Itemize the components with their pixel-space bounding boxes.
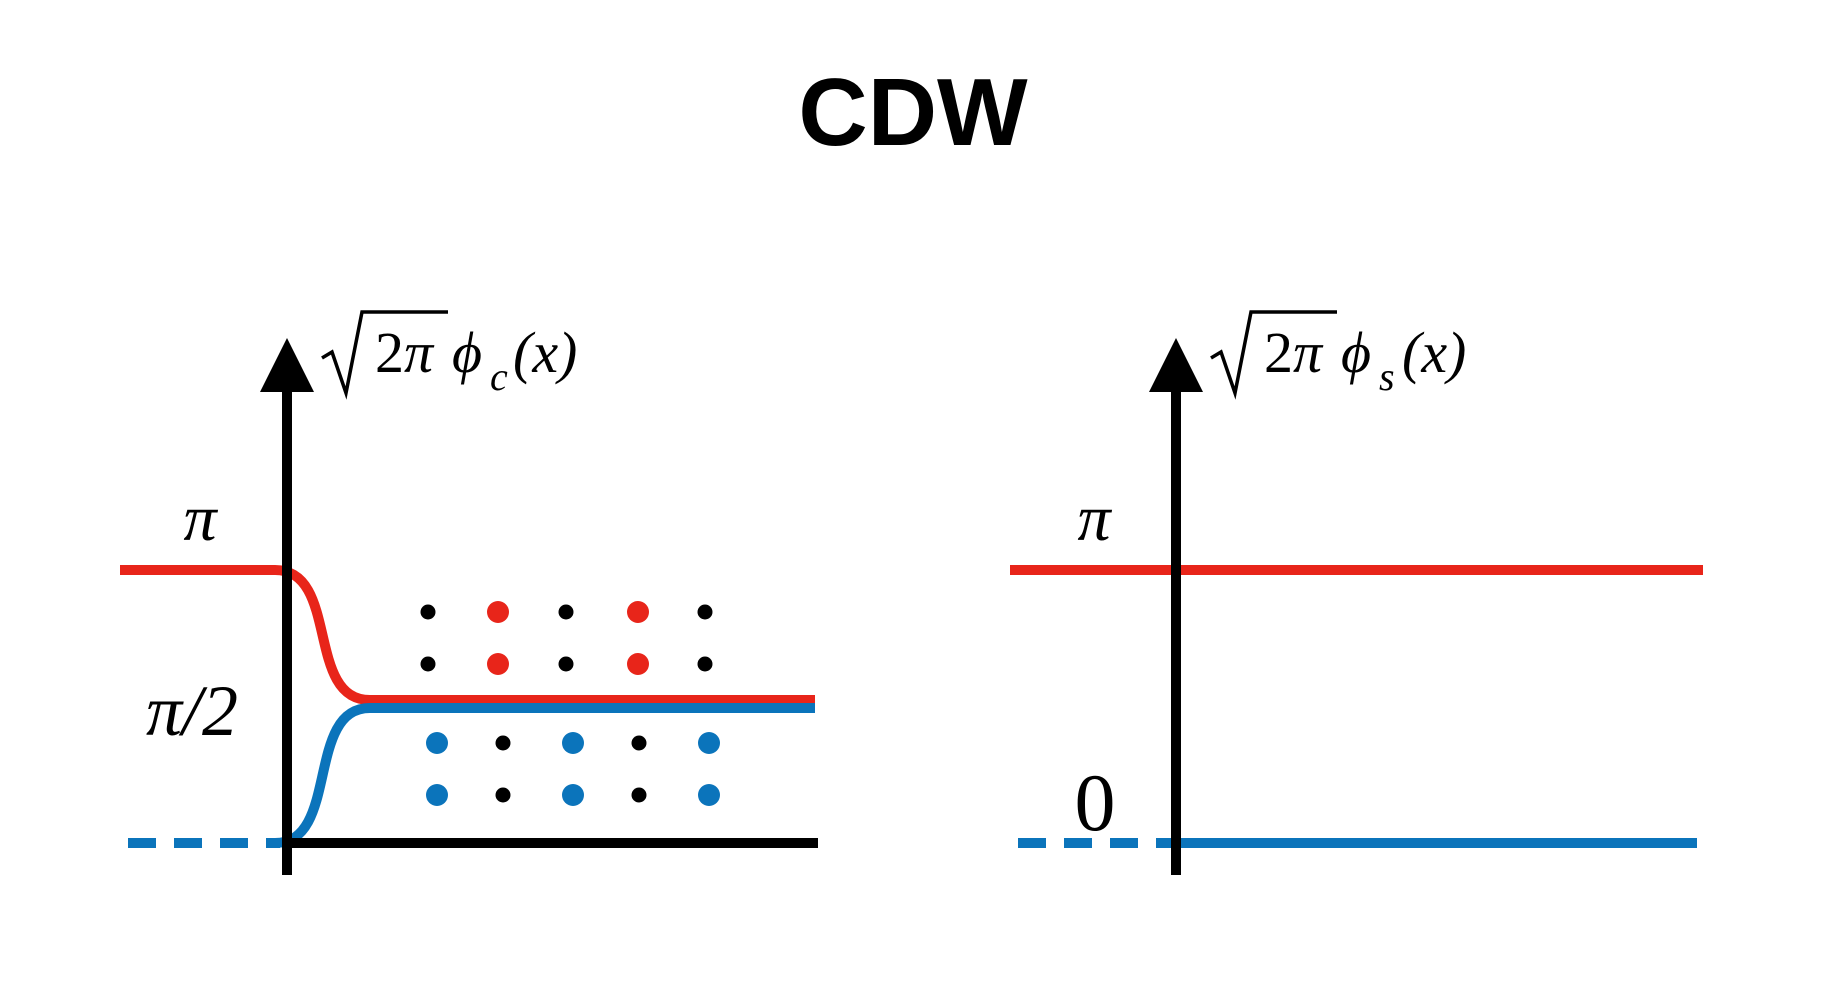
- lower-dot-black: [631, 787, 647, 803]
- right-radical-content: 2π: [1264, 320, 1324, 385]
- diagram-title: CDW: [798, 59, 1028, 166]
- right-radical-pi: π: [1293, 320, 1324, 385]
- lower-dot-black: [495, 735, 511, 751]
- upper-dot-black: [697, 656, 713, 672]
- left-y-axis-arrowhead: [260, 338, 314, 392]
- lower-dot-blue: [698, 784, 720, 806]
- lower-dot-black: [495, 787, 511, 803]
- left-radical-content: 2π: [375, 320, 435, 385]
- left-field-argument: (x): [513, 320, 577, 385]
- right-label-zero: 0: [1075, 757, 1116, 848]
- right-y-axis-arrowhead: [1149, 338, 1203, 392]
- lower-dot-black: [631, 735, 647, 751]
- left-blue-line: [274, 703, 815, 848]
- upper-dot-black: [558, 604, 574, 620]
- left-radical-sign: [321, 310, 448, 400]
- right-field-argument: (x): [1402, 320, 1466, 385]
- upper-dot-red: [487, 601, 509, 623]
- left-dot-grid: [420, 601, 720, 806]
- upper-dot-red: [487, 653, 509, 675]
- lower-dot-blue: [426, 732, 448, 754]
- lower-dot-blue: [426, 784, 448, 806]
- upper-dot-red: [627, 601, 649, 623]
- right-label-pi: π: [1077, 482, 1112, 555]
- right-radical-sign: [1210, 310, 1337, 400]
- upper-dot-black: [420, 604, 436, 620]
- upper-dot-black: [558, 656, 574, 672]
- left-label-pi-half: π/2: [146, 671, 238, 751]
- upper-dot-red: [627, 653, 649, 675]
- right-panel: π 0 2π ϕ s (x): [1010, 310, 1703, 875]
- left-radical-pi: π: [404, 320, 435, 385]
- lower-dot-blue: [698, 732, 720, 754]
- right-field-symbol: ϕ: [1341, 320, 1371, 385]
- lower-dot-blue: [562, 732, 584, 754]
- left-axis-label: 2π ϕ c (x): [321, 310, 577, 400]
- left-label-pi: π: [183, 482, 218, 555]
- left-field-subscript: c: [490, 354, 508, 399]
- left-field-symbol: ϕ: [452, 320, 482, 385]
- upper-dot-black: [697, 604, 713, 620]
- right-field-subscript: s: [1379, 354, 1395, 399]
- lower-dot-blue: [562, 784, 584, 806]
- right-axis-label: 2π ϕ s (x): [1210, 310, 1466, 400]
- upper-dot-black: [420, 656, 436, 672]
- left-panel: π π/2 2π ϕ c (x): [120, 310, 818, 875]
